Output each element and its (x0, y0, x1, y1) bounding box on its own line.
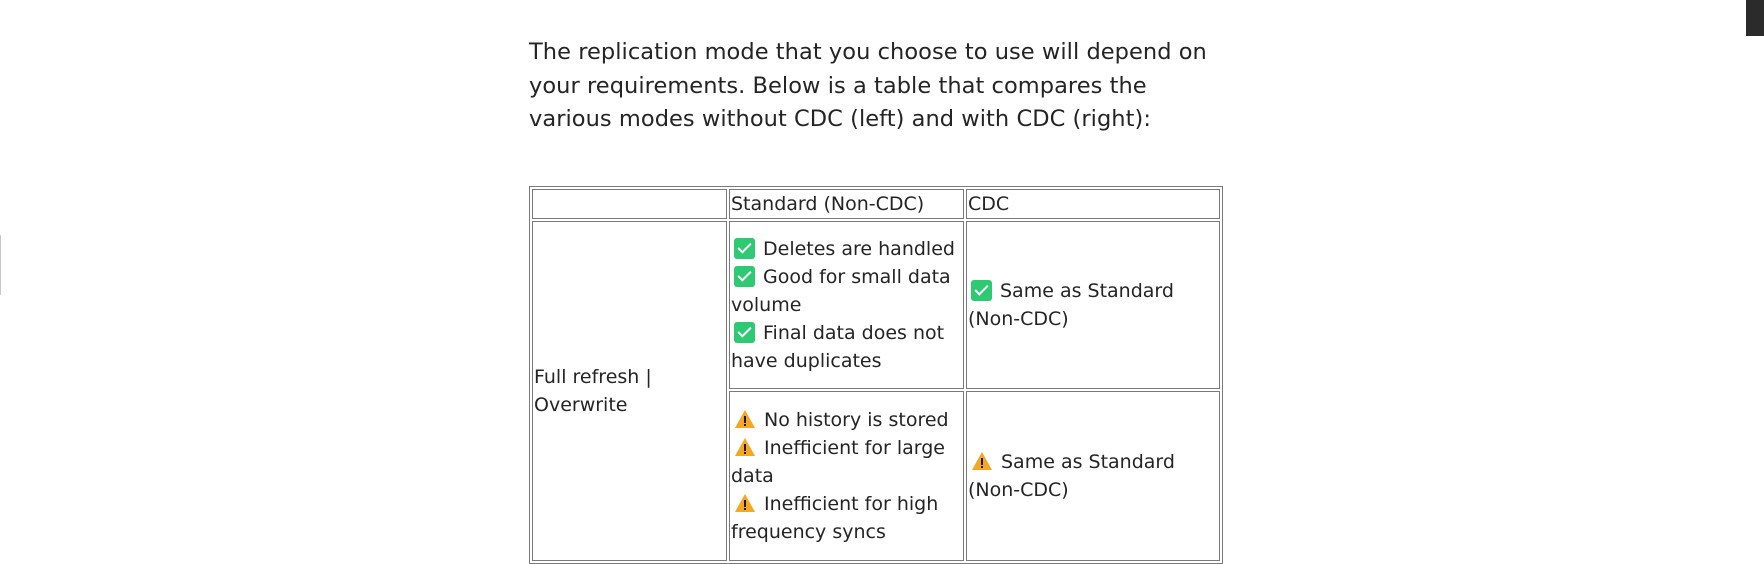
table-header-row: Standard (Non-CDC) CDC (532, 189, 1220, 219)
con-item-text: Inefficient for large data (731, 437, 945, 487)
con-item-text: Inefficient for high frequency syncs (731, 493, 939, 543)
intro-paragraph: The replication mode that you choose to … (529, 39, 1207, 132)
cons-cdc-text: Same as Standard (Non-CDC) (968, 451, 1175, 501)
check-mark-icon (734, 266, 755, 287)
con-item: No history is stored (731, 406, 962, 434)
pro-item: Final data does not have duplicates (731, 319, 962, 375)
pro-item: Good for small data volume (731, 263, 962, 319)
check-mark-icon (734, 238, 755, 259)
cons-cdc-cell: Same as Standard (Non-CDC) (966, 391, 1220, 561)
table-row-pros: Full refresh | Overwrite Deletes are han… (532, 221, 1220, 561)
pro-item-text: Deletes are handled (763, 238, 955, 260)
pros-cdc-cell: Same as Standard (Non-CDC) (966, 221, 1220, 389)
con-item-text: No history is stored (764, 409, 949, 431)
table-row-cons: No history is stored Inefficient for lar… (532, 391, 1220, 561)
page-edge-marker (0, 235, 1, 295)
warning-icon (735, 494, 755, 512)
check-mark-icon (971, 280, 992, 301)
header-cell-standard: Standard (Non-CDC) (729, 189, 964, 219)
row-label-cell: Full refresh | Overwrite (532, 221, 727, 561)
pros-cdc-text: Same as Standard (Non-CDC) (968, 280, 1174, 330)
header-cell-cdc: CDC (966, 189, 1220, 219)
article-body: The replication mode that you choose to … (529, 36, 1229, 137)
pros-standard-cell: Deletes are handled Good for small data … (729, 221, 964, 389)
warning-icon (735, 410, 755, 428)
page-edge-tab (1746, 0, 1764, 36)
comparison-table: Standard (Non-CDC) CDC Full refresh | Ov… (529, 186, 1223, 564)
pro-item: Deletes are handled (731, 235, 962, 263)
warning-icon (972, 452, 992, 470)
check-mark-icon (734, 322, 755, 343)
row-label: Full refresh | Overwrite (534, 366, 652, 416)
warning-icon (735, 438, 755, 456)
pro-item-text: Final data does not have duplicates (731, 322, 945, 372)
con-item: Inefficient for large data (731, 434, 962, 490)
cons-standard-cell: No history is stored Inefficient for lar… (729, 391, 964, 561)
header-cell-empty (532, 189, 727, 219)
con-item: Inefficient for high frequency syncs (731, 490, 962, 546)
pro-item-text: Good for small data volume (731, 266, 951, 316)
